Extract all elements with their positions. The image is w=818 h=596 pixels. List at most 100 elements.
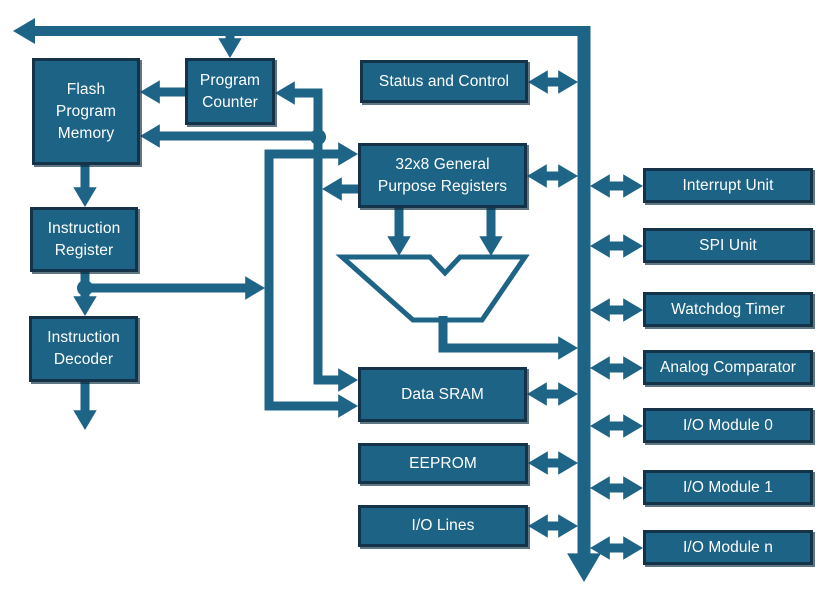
io-module-n-bus-link: [590, 536, 643, 560]
address-line-to-flash: [140, 124, 318, 148]
alu-to-bus-line: [438, 316, 565, 353]
arrowhead-icon: [623, 414, 643, 438]
interrupt-unit-label: Interrupt Unit: [682, 176, 774, 194]
instruction-register-label: Register: [54, 241, 114, 259]
arrowhead-icon: [387, 236, 411, 256]
registers-bus-link: [527, 164, 578, 188]
program-counter-label: Program: [199, 71, 261, 89]
io-module-1-bus-link: [590, 476, 643, 500]
status-and-control-box: Status and Control: [360, 60, 528, 103]
io-module-0-bus-link: [590, 414, 643, 438]
arrowhead-icon: [558, 164, 578, 188]
io-module-1-label: I/O Module 1: [683, 478, 773, 496]
watchdog-timer-label: Watchdog Timer: [671, 300, 785, 318]
analog-comparator-box: Analog Comparator: [643, 350, 813, 385]
arrowhead-icon: [73, 187, 97, 207]
arrowhead-icon: [590, 536, 610, 560]
interrupt-unit-box: Interrupt Unit: [643, 168, 813, 203]
flash-to-instruction-register: [73, 165, 97, 207]
registers-to-alu-right: [479, 208, 503, 256]
flash-program-memory-label: Memory: [57, 124, 115, 142]
io-module-n-box: I/O Module n: [643, 530, 813, 565]
interrupt-unit-bus-link: [590, 174, 643, 198]
io-lines-box: I/O Lines: [358, 505, 528, 547]
io-module-0-box: I/O Module 0: [643, 408, 813, 443]
arrowhead-icon: [140, 80, 160, 104]
io-lines-bus-link: [528, 514, 578, 538]
junction-dot: [310, 129, 326, 145]
arrowhead-icon: [338, 142, 358, 166]
instruction-decoder-label: Decoder: [53, 351, 114, 368]
arrowhead-icon: [623, 356, 643, 380]
address-line-line: [288, 88, 345, 385]
arrowhead-icon: [527, 382, 547, 406]
arrowhead-icon: [623, 234, 643, 258]
spi-unit-box: SPI Unit: [643, 228, 813, 263]
spi-unit-bus-link: [590, 234, 643, 258]
arrowhead-icon: [218, 38, 242, 58]
instruction-register-label: Instruction: [47, 219, 121, 237]
junction-dot: [77, 280, 93, 296]
watchdog-timer-bus-link: [590, 298, 643, 322]
arrowhead-icon: [590, 174, 610, 198]
arrowhead-icon: [322, 177, 342, 201]
status-and-control-label: Status and Control: [378, 72, 510, 90]
io-module-0-label: I/O Module 0: [683, 416, 773, 434]
direct-addressing-line: [264, 142, 358, 418]
direct-addressing-line-line: [264, 149, 345, 411]
io-module-1-box: I/O Module 1: [643, 470, 813, 505]
arrowhead-icon: [558, 514, 578, 538]
arrowhead-icon: [338, 394, 358, 418]
arrowhead-icon: [623, 298, 643, 322]
analog-comparator-bus-link: [590, 356, 643, 380]
arrowhead-icon: [13, 18, 35, 44]
arrowhead-icon: [558, 451, 578, 475]
registers-to-address-line: [322, 177, 358, 201]
arrowhead-icon: [558, 382, 578, 406]
eeprom-box: EEPROM: [358, 443, 528, 484]
bus-to-program-counter: [218, 36, 242, 58]
instruction-decoder-output: [73, 382, 97, 430]
arrowhead-icon: [528, 514, 548, 538]
general-purpose-registers-label: Purpose Registers: [377, 177, 508, 195]
eeprom-label: EEPROM: [409, 454, 477, 472]
io-module-n-label: I/O Module n: [683, 538, 773, 556]
analog-comparator-label: Analog Comparator: [659, 358, 797, 376]
arrowhead-icon: [623, 174, 643, 198]
eeprom-bus-link: [528, 451, 578, 475]
arrowhead-icon: [567, 553, 601, 582]
data-sram-box: Data SRAM: [358, 367, 527, 422]
io-lines-label: I/O Lines: [411, 517, 475, 534]
data-sram-bus-link: [527, 382, 578, 406]
instruction-register-branch: [85, 276, 265, 300]
arrowhead-icon: [528, 70, 548, 94]
program-counter-label: Counter: [202, 93, 258, 111]
arrowhead-icon: [590, 476, 610, 500]
arrowhead-icon: [479, 236, 503, 256]
arrowhead-icon: [623, 476, 643, 500]
data-sram-label: Data SRAM: [401, 385, 484, 403]
status-and-control-bus-link: [528, 70, 578, 94]
arrowhead-icon: [527, 164, 547, 188]
arrowhead-icon: [590, 414, 610, 438]
alu-symbol: [335, 254, 530, 323]
arrowhead-icon: [245, 276, 265, 300]
instruction-decoder-label: Instruction: [47, 329, 120, 346]
arrowhead-icon: [558, 70, 578, 94]
data-bus-vertical: [567, 26, 601, 582]
alu-to-bus: [438, 316, 578, 360]
watchdog-timer-box: Watchdog Timer: [643, 292, 813, 327]
general-purpose-registers-label: 32x8 General: [395, 155, 490, 173]
arrowhead-icon: [73, 296, 97, 316]
arrowhead-icon: [590, 298, 610, 322]
arrowhead-icon: [558, 336, 578, 360]
program-counter-to-flash: [140, 80, 185, 104]
